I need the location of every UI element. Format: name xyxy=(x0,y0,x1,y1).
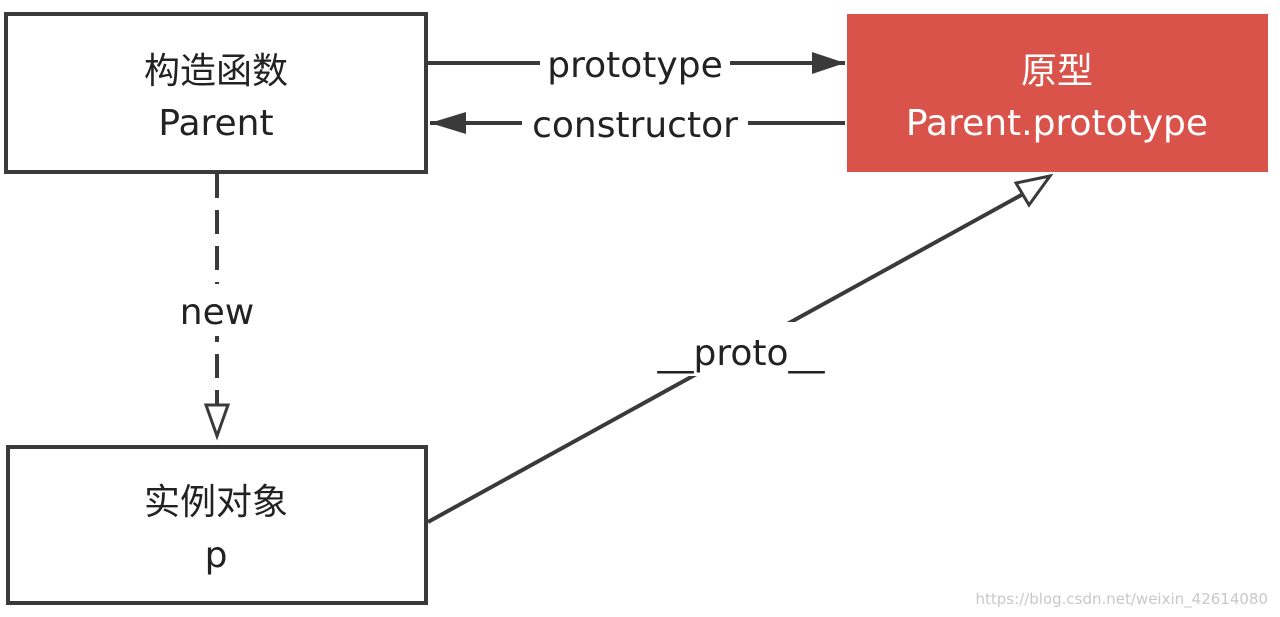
node-instance-subtitle: p xyxy=(205,535,228,576)
edge-label-prototype: prototype xyxy=(547,45,722,86)
arrowhead-filled xyxy=(812,52,845,74)
edge-label-constructor: constructor xyxy=(532,105,738,146)
node-prototype-subtitle: Parent.prototype xyxy=(906,103,1208,144)
arrowhead-hollow xyxy=(203,403,231,441)
edge-label-new: new xyxy=(180,292,254,333)
edge-proto: __proto__ xyxy=(427,173,1054,524)
node-instance-object: 实例对象 p xyxy=(6,445,428,605)
node-prototype-title: 原型 xyxy=(1021,51,1093,92)
edge-label-proto: __proto__ xyxy=(656,333,825,374)
node-constructor-function: 构造函数 Parent xyxy=(4,12,428,174)
watermark: https://blog.csdn.net/weixin_42614080 xyxy=(975,590,1268,609)
node-prototype: 原型 Parent.prototype xyxy=(847,14,1268,172)
node-constructor-subtitle: Parent xyxy=(158,103,273,144)
node-instance-title: 实例对象 xyxy=(144,482,288,523)
edge-constructor: constructor xyxy=(430,100,845,146)
arrowhead-hollow xyxy=(1013,173,1054,208)
arrowhead-filled xyxy=(430,112,466,134)
edge-prototype: prototype xyxy=(428,40,845,86)
node-constructor-title: 构造函数 xyxy=(144,51,288,92)
edge-new: new xyxy=(170,174,264,441)
